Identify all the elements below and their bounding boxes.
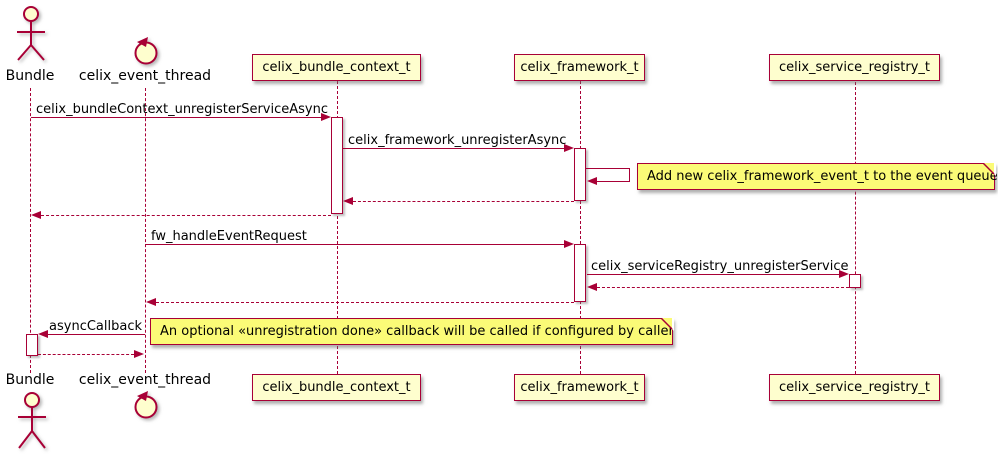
arrowhead-left [31,211,41,219]
self-message-top-line [586,168,630,169]
participant-box-service-registry-bottom: celix_service_registry_t [769,374,940,401]
participant-label-event-thread-bottom: celix_event_thread [78,372,212,388]
self-message-bottom-line [596,181,630,182]
note-text: An optional «unregistration done» callba… [160,324,674,339]
note-text: Add new celix_framework_event_t to the e… [647,169,998,184]
activation-bundle [26,334,38,356]
return-line [597,287,849,288]
message-label-async-callback: asyncCallback [49,319,142,334]
lifeline-service-registry [855,82,856,374]
activation-framework-2 [574,244,586,302]
control-icon [134,37,158,65]
message-line [31,117,322,118]
message-line [343,148,564,149]
lifeline-bundle-context [337,81,338,374]
arrowhead-right [839,270,849,278]
message-line [48,334,145,335]
message-label-fw-handle-event-request: fw_handleEventRequest [151,229,307,244]
message-line [145,244,564,245]
return-line [353,201,574,202]
participant-name: celix_framework_t [520,380,639,395]
participant-box-bundle-context-bottom: celix_bundle_context_t [252,374,421,401]
participant-box-framework-top: celix_framework_t [514,54,645,81]
participant-name: celix_service_registry_t [778,380,931,395]
return-line [38,354,134,355]
participant-box-service-registry-top: celix_service_registry_t [769,54,940,81]
arrowhead-left [38,330,48,338]
note-fold-icon [660,317,674,331]
lifeline-event-thread [145,88,146,373]
participant-box-framework-bottom: celix_framework_t [514,374,645,401]
note-event-queue: Add new celix_framework_event_t to the e… [637,162,998,190]
participant-label-bundle-top: Bundle [5,68,55,84]
participant-name: celix_bundle_context_t [262,60,411,75]
message-label-unregister-service-async: celix_bundleContext_unregisterServiceAsy… [36,102,328,117]
note-unregistration-done-callback: An optional «unregistration done» callba… [150,317,674,345]
activation-bundle-context [331,117,343,214]
arrowhead-right [564,240,574,248]
participant-name: celix_bundle_context_t [262,380,411,395]
arrowhead-right [321,113,331,121]
lifeline-bundle [30,88,31,373]
message-label-framework-unregister-async: celix_framework_unregisterAsync [348,133,567,148]
return-line [41,215,331,216]
activation-service-registry [849,274,861,288]
arrowhead-right [564,144,574,152]
arrowhead-left [146,298,156,306]
participant-label-bundle-bottom: Bundle [5,372,55,388]
activation-framework-1 [574,148,586,201]
return-line [156,302,574,303]
actor-icon [17,6,45,61]
arrowhead-right [134,350,144,358]
lifeline-framework [580,81,581,374]
arrowhead-left [587,283,597,291]
self-message-vertical-line [629,168,630,182]
arrowhead-left [587,177,597,185]
message-line [587,274,839,275]
message-label-service-registry-unregister: celix_serviceRegistry_unregisterService [591,259,849,274]
note-fold-icon [982,162,996,176]
control-icon [134,391,158,419]
actor-icon [18,392,46,449]
participant-name: celix_service_registry_t [778,60,931,75]
participant-box-bundle-context-top: celix_bundle_context_t [252,54,421,81]
participant-name: celix_framework_t [520,60,639,75]
participant-label-event-thread-top: celix_event_thread [78,68,212,84]
arrowhead-left [343,197,353,205]
